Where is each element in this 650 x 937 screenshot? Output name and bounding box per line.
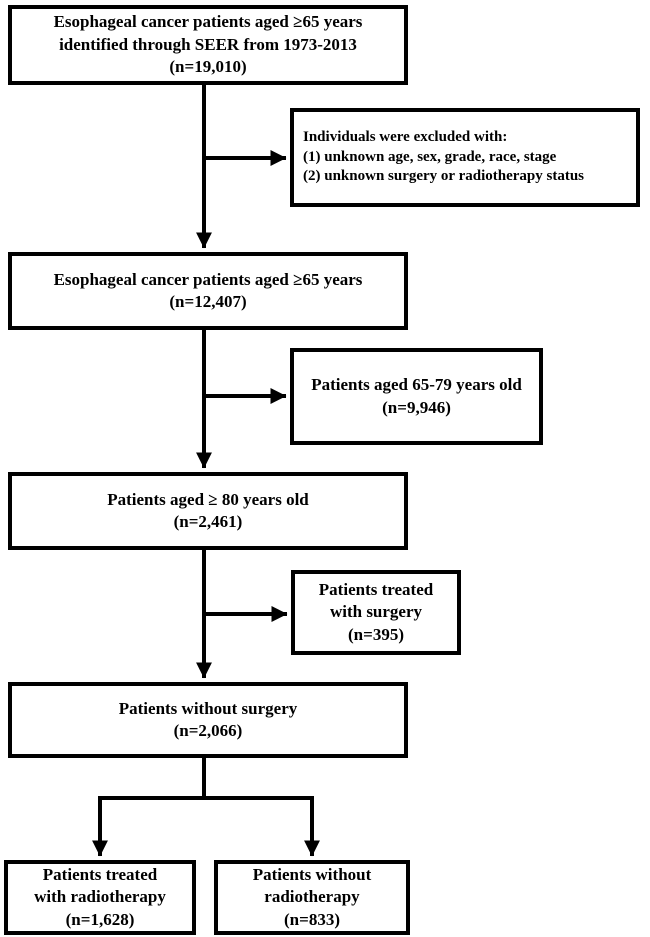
node-aged-80: Patients aged ≥ 80 years old (n=2,461)	[8, 472, 408, 550]
node-seer-cohort: Esophageal cancer patients aged ≥65 year…	[8, 5, 408, 85]
node-aged-80-label: Patients aged ≥ 80 years old (n=2,461)	[107, 489, 309, 531]
node-aged-65-cohort-label: Esophageal cancer patients aged ≥65 year…	[53, 269, 363, 311]
node-treated-surgery: Patients treated with surgery (n=395)	[291, 570, 461, 655]
node-without-surgery: Patients without surgery (n=2,066)	[8, 682, 408, 758]
node-seer-cohort-label: Esophageal cancer patients aged ≥65 year…	[53, 12, 363, 77]
node-exclusion-criteria-label: Individuals were excluded with: (1) unkn…	[303, 128, 584, 185]
node-without-surgery-label: Patients without surgery (n=2,066)	[118, 698, 298, 740]
node-treated-radiotherapy-label: Patients treated with radiotherapy (n=1,…	[34, 864, 166, 929]
node-treated-surgery-label: Patients treated with surgery (n=395)	[318, 579, 434, 644]
node-without-radiotherapy: Patients without radiotherapy (n=833)	[214, 860, 410, 935]
node-treated-radiotherapy: Patients treated with radiotherapy (n=1,…	[4, 860, 196, 935]
node-aged-65-cohort: Esophageal cancer patients aged ≥65 year…	[8, 252, 408, 330]
node-aged-65-79: Patients aged 65-79 years old (n=9,946)	[290, 348, 543, 445]
node-without-radiotherapy-label: Patients without radiotherapy (n=833)	[252, 864, 372, 929]
node-aged-65-79-label: Patients aged 65-79 years old (n=9,946)	[311, 375, 522, 417]
node-exclusion-criteria: Individuals were excluded with: (1) unkn…	[290, 108, 640, 207]
